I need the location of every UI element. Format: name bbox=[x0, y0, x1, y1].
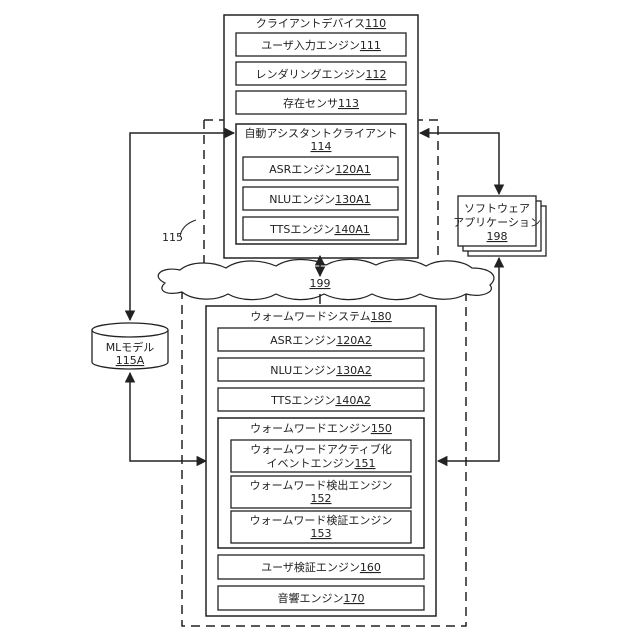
tts-server-label: TTSエンジン140A2 bbox=[270, 394, 371, 407]
activation-engine-line1: ウォームワードアクティブ化 bbox=[250, 442, 391, 456]
user-input-engine-label: ユーザ入力エンジン111 bbox=[261, 39, 381, 52]
activation-engine-line2: イベントエンジン151 bbox=[267, 457, 376, 470]
verification-engine-label: ウォームワード検証エンジン bbox=[250, 513, 393, 527]
ref-115-label: 115 bbox=[162, 231, 183, 244]
detection-engine-ref: 152 bbox=[311, 492, 332, 505]
assistant-client-ref: 114 bbox=[311, 140, 332, 153]
software-app-line1: ソフトウェア bbox=[464, 202, 530, 215]
nlu-client-label: NLUエンジン130A1 bbox=[269, 193, 370, 206]
asr-server-label: ASRエンジン120A2 bbox=[270, 334, 372, 347]
detection-engine-label: ウォームワード検出エンジン bbox=[250, 478, 393, 492]
user-verify-engine-label: ユーザ検証エンジン160 bbox=[261, 560, 381, 574]
verification-engine-ref: 153 bbox=[311, 527, 332, 540]
network-ref-label: 199 bbox=[310, 277, 331, 290]
nlu-server-label: NLUエンジン130A2 bbox=[270, 364, 371, 377]
rendering-engine-label: レンダリングエンジン112 bbox=[256, 67, 387, 81]
tts-client-label: TTSエンジン140A1 bbox=[269, 223, 370, 236]
ml-model-label: MLモデル bbox=[106, 340, 155, 354]
ml-model-ref: 115A bbox=[116, 354, 145, 367]
arrow-warm-engine-to-ml-model bbox=[130, 373, 206, 461]
acoustic-engine-label: 音響エンジン170 bbox=[278, 591, 365, 605]
assistant-client-title: 自動アシスタントクライアント bbox=[244, 126, 397, 140]
warm-word-system-title: ウォームワードシステム180 bbox=[250, 310, 391, 323]
presence-sensor-label: 存在センサ113 bbox=[283, 96, 359, 110]
client-device-title: クライアントデバイス110 bbox=[256, 16, 386, 30]
software-app-line2: アプリケーション bbox=[453, 216, 541, 229]
asr-client-label: ASRエンジン120A1 bbox=[269, 163, 371, 176]
software-app-ref: 198 bbox=[487, 230, 508, 243]
arrow-client-to-software-app bbox=[420, 133, 499, 194]
warm-word-engine-title: ウォームワードエンジン150 bbox=[250, 422, 392, 435]
